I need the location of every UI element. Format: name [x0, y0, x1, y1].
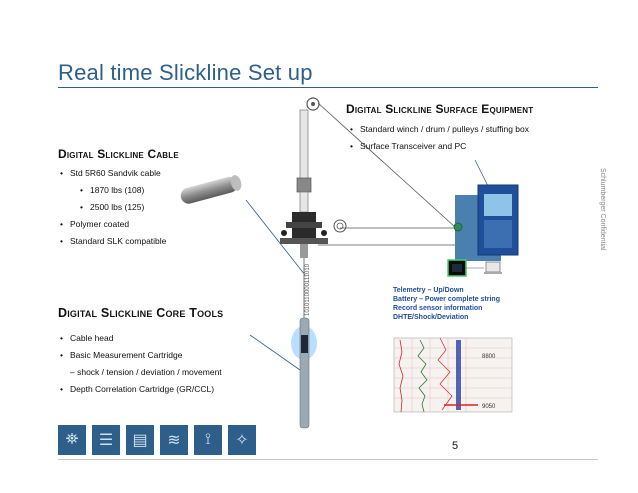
laptop-icon	[485, 261, 501, 273]
cable-pointer-line	[245, 199, 306, 276]
cable-to-winch	[317, 102, 456, 228]
confidential-label: Schlumberger Confidential	[594, 168, 606, 298]
telemetry-line-4: DHTE/Shock/Deviation	[393, 314, 469, 321]
core-item-4: Depth Correlation Cartridge (GR/CCL)	[60, 381, 222, 398]
stuffing-box	[296, 177, 312, 193]
winch-drum	[333, 219, 347, 233]
page-number: 5	[452, 440, 459, 452]
binary-stream-text: 1010110000111010	[305, 263, 311, 316]
log-depth-2: 9050	[482, 404, 496, 410]
tools-pointer-line	[249, 334, 301, 371]
sheave-wheel	[306, 97, 320, 111]
well-icon: ⟟	[194, 425, 222, 455]
tool-icon: ✧	[228, 425, 256, 455]
rig-icon: ⛯	[58, 425, 86, 455]
surface-bullet-2: Surface Transceiver and PC	[350, 138, 529, 155]
footer-divider	[58, 459, 598, 460]
confidential-text: Schlumberger Confidential	[599, 168, 606, 251]
page-title: Real time Slickline Set up	[58, 60, 313, 85]
log-depth-1: 8800	[482, 354, 496, 360]
surface-bullets: Standard winch / drum / pulleys / stuffi…	[350, 121, 529, 155]
core-list: Cable head Basic Measurement Cartridge –…	[60, 330, 222, 398]
cable-item-5: Standard SLK compatible	[60, 233, 166, 250]
title-underline	[58, 87, 598, 88]
cable-item-2: 1870 lbs (108)	[60, 182, 166, 199]
chart-icon: ▤	[126, 425, 154, 455]
telemetry-notes: Telemetry – Up/Down Battery – Power comp…	[393, 286, 500, 322]
cable-heading: Digital Slickline Cable	[58, 147, 179, 161]
cable-sample-image	[180, 175, 242, 204]
core-heading: Digital Slickline Core Tools	[58, 306, 224, 320]
surface-heading: Digital Slickline Surface Equipment	[346, 102, 534, 116]
telemetry-line-1: Telemetry – Up/Down	[393, 287, 464, 294]
log-plot	[393, 337, 513, 413]
downhole-tool-string	[299, 317, 310, 429]
lubricator-upper	[299, 109, 309, 181]
cable-icon: ≋	[160, 425, 188, 455]
cable-item-1: Std 5R60 Sandvik cable	[60, 165, 166, 182]
core-item-3: – shock / tension / deviation / movement	[70, 367, 222, 377]
cable-item-3: 2500 lbs (125)	[60, 199, 166, 216]
ladder-icon: ☰	[92, 425, 120, 455]
binary-stream: 1010110000111010	[305, 256, 317, 316]
footer-icon-bar: ⛯ ☰ ▤ ≋ ⟟ ✧	[58, 425, 256, 455]
bop-lower	[292, 228, 316, 238]
surface-bullet-1: Standard winch / drum / pulleys / stuffi…	[350, 121, 529, 138]
telemetry-line-3: Record sensor information	[393, 305, 483, 312]
bop-upper	[292, 212, 316, 222]
core-item-1: Cable head	[60, 330, 222, 347]
cable-list: Std 5R60 Sandvik cable 1870 lbs (108) 25…	[60, 165, 166, 250]
telemetry-line-2: Battery – Power complete string	[393, 296, 500, 303]
transceiver-node	[453, 222, 463, 232]
core-item-2: Basic Measurement Cartridge	[60, 347, 222, 364]
cable-item-4: Polymer coated	[60, 216, 166, 233]
